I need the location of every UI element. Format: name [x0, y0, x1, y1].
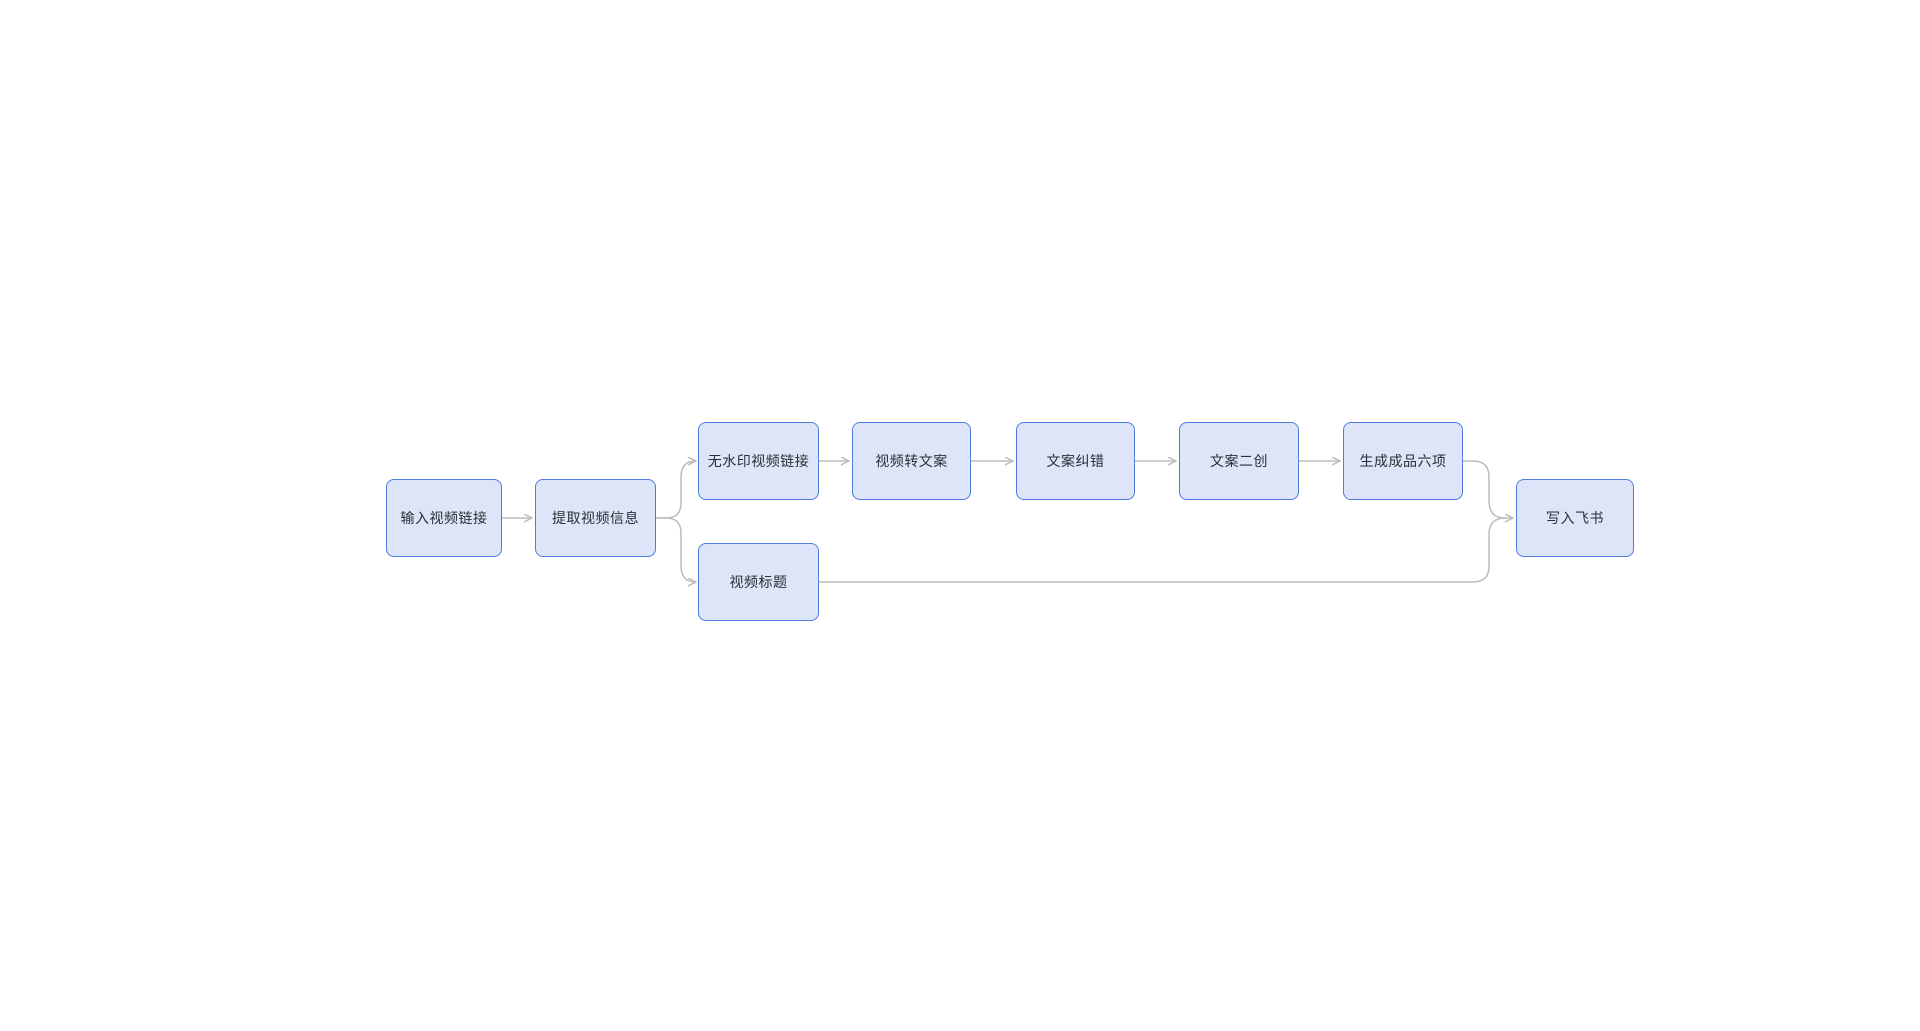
node-video-title[interactable]: 视频标题: [698, 543, 819, 621]
node-label: 文案纠错: [1046, 453, 1105, 469]
connector-extract-to-nowatermark: [655, 461, 697, 519]
node-label: 生成成品六项: [1359, 453, 1447, 469]
node-label: 视频转文案: [875, 453, 948, 469]
node-extract-video-info[interactable]: 提取视频信息: [535, 479, 656, 557]
node-input-video-link[interactable]: 输入视频链接: [386, 479, 502, 557]
node-label: 文案二创: [1210, 453, 1268, 469]
node-write-to-feishu[interactable]: 写入飞书: [1516, 479, 1634, 557]
node-label: 提取视频信息: [552, 510, 639, 526]
connector-six-to-feishu: [1462, 460, 1514, 518]
connector-extract-to-videotitle: [655, 517, 697, 582]
node-script-rewrite[interactable]: 文案二创: [1179, 422, 1299, 500]
node-label: 无水印视频链接: [707, 453, 810, 469]
node-video-to-script[interactable]: 视频转文案: [852, 422, 971, 500]
node-no-watermark-video-link[interactable]: 无水印视频链接: [698, 422, 819, 500]
node-label: 视频标题: [729, 574, 788, 590]
connector-videotitle-to-feishu: [818, 517, 1506, 583]
node-generate-six-outputs[interactable]: 生成成品六项: [1343, 422, 1463, 500]
node-script-proofread[interactable]: 文案纠错: [1016, 422, 1135, 500]
node-label: 写入飞书: [1546, 510, 1604, 526]
node-label: 输入视频链接: [400, 510, 488, 526]
